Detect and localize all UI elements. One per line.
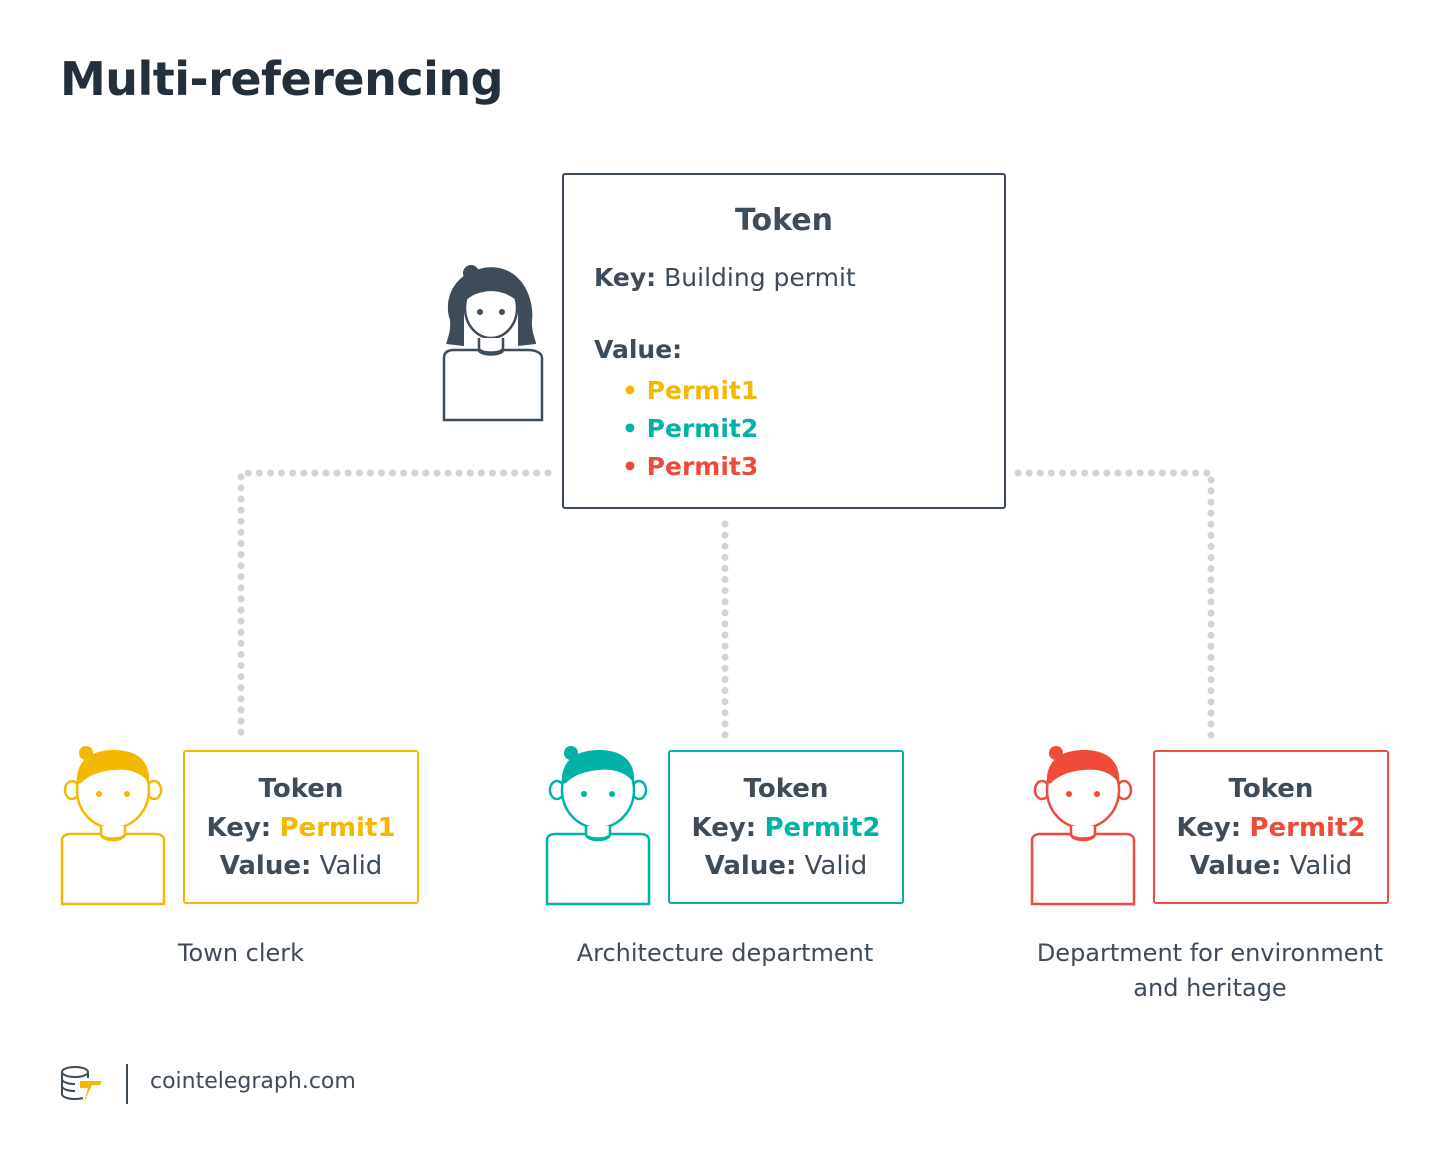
architecture-department-token-key: Key: Permit2 xyxy=(670,813,902,843)
connector-left xyxy=(237,469,552,742)
main-token-title: Token xyxy=(735,203,833,238)
architecture-department-value-label: Value: xyxy=(704,851,797,881)
town-clerk-token-key: Key: Permit1 xyxy=(185,813,417,843)
cointelegraph-logo-icon xyxy=(61,1066,102,1102)
town-clerk-key-label: Key: xyxy=(206,813,272,843)
page-title: Multi-referencing xyxy=(60,52,504,106)
town-clerk-token-box: Token Key: Permit1 Value: Valid xyxy=(183,750,419,904)
architecture-department-key-label: Key: xyxy=(691,813,757,843)
town-clerk-token-value: Value: Valid xyxy=(185,851,417,881)
main-user-icon xyxy=(442,265,544,422)
footer-divider xyxy=(126,1064,128,1104)
environment-department-caption-line1: Department for environment xyxy=(1036,939,1384,967)
town-clerk-user-icon xyxy=(60,746,166,906)
connector-right xyxy=(1014,469,1215,742)
architecture-department-user-icon xyxy=(545,746,651,906)
town-clerk-token-title: Token xyxy=(258,774,344,804)
town-clerk-value-label: Value: xyxy=(219,851,312,881)
town-clerk-caption: Town clerk xyxy=(41,936,441,971)
architecture-department-token-box: Token Key: Permit2 Value: Valid xyxy=(668,750,904,904)
environment-department-value-value: Valid xyxy=(1289,851,1353,881)
environment-department-key-value: Permit2 xyxy=(1249,813,1366,843)
main-token-value: Value: xyxy=(594,335,682,364)
architecture-department-token-title: Token xyxy=(743,774,829,804)
environment-department-caption: Department for environment and heritage xyxy=(1010,936,1410,1006)
main-token-key-label: Key: xyxy=(594,263,657,292)
environment-department-token-box: Token Key: Permit2 Value: Valid xyxy=(1153,750,1389,904)
architecture-department-caption-line1: Architecture department xyxy=(576,939,874,967)
environment-department-value-label: Value: xyxy=(1189,851,1282,881)
architecture-department-key-value: Permit2 xyxy=(764,813,881,843)
permit-item-1: • Permit1 xyxy=(622,376,759,405)
architecture-department-caption: Architecture department xyxy=(525,936,925,971)
footer-site-link[interactable]: cointelegraph.com xyxy=(150,1069,356,1094)
environment-department-token-key: Key: Permit2 xyxy=(1155,813,1387,843)
environment-department-key-label: Key: xyxy=(1176,813,1242,843)
permit-list: • Permit1 • Permit2 • Permit3 xyxy=(622,372,758,486)
main-token-key: Key: Building permit xyxy=(594,263,856,292)
main-token-box: Token Key: Building permit Value: • Perm… xyxy=(562,173,1006,509)
main-token-key-value: Building permit xyxy=(664,263,856,292)
town-clerk-value-value: Valid xyxy=(319,851,383,881)
permit-item-3: • Permit3 xyxy=(622,452,759,481)
architecture-department-value-value: Valid xyxy=(804,851,868,881)
architecture-department-token-value: Value: Valid xyxy=(670,851,902,881)
town-clerk-key-value: Permit1 xyxy=(279,813,396,843)
town-clerk-caption-line1: Town clerk xyxy=(177,939,305,967)
environment-department-token-title: Token xyxy=(1228,774,1314,804)
permit-item-2: • Permit2 xyxy=(622,414,759,443)
environment-department-token-value: Value: Valid xyxy=(1155,851,1387,881)
main-token-value-label: Value: xyxy=(594,335,683,364)
environment-department-caption-line2: and heritage xyxy=(1133,974,1287,1002)
environment-department-user-icon xyxy=(1030,746,1136,906)
